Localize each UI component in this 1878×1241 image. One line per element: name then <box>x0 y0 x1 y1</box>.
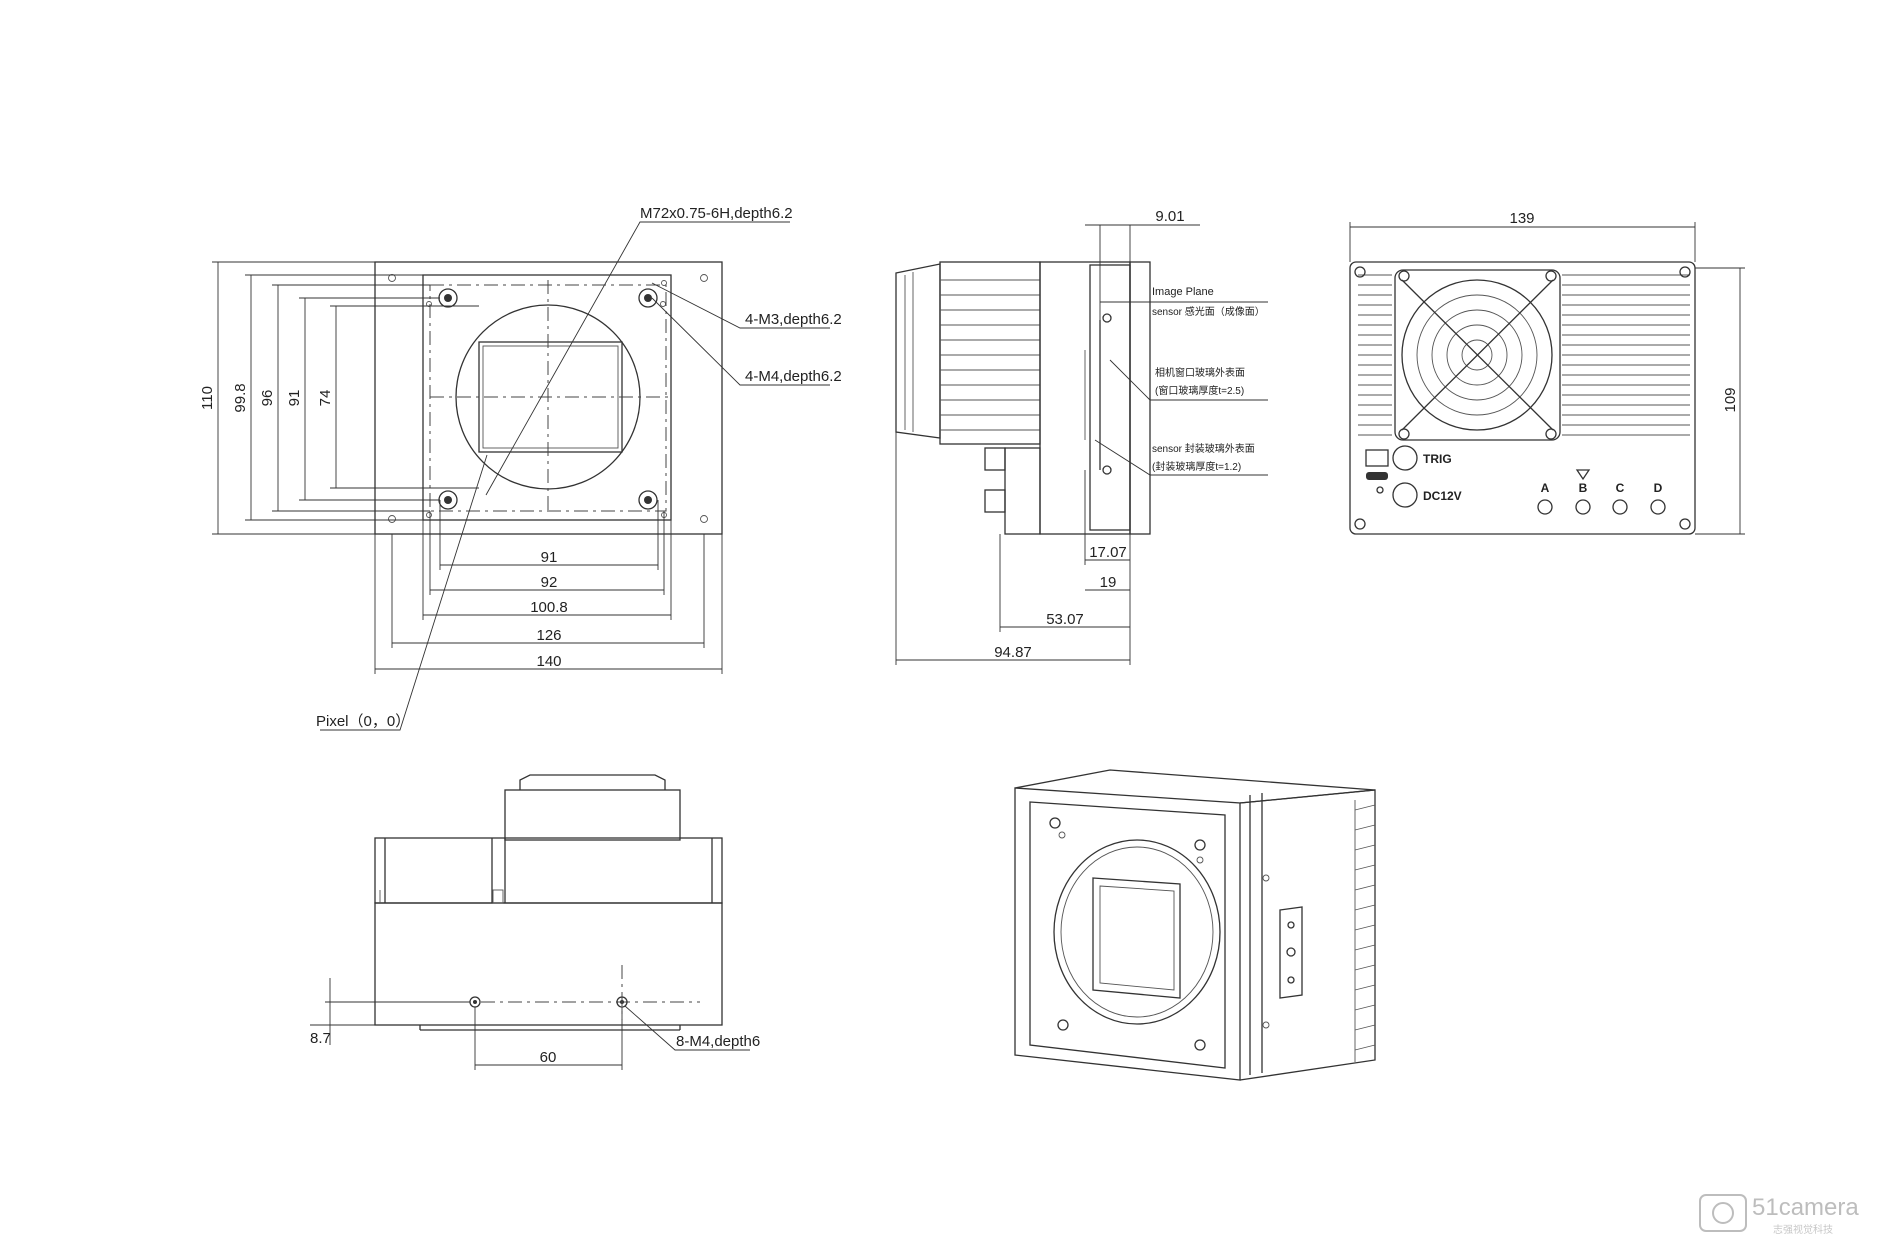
image-plane-label: Image Plane <box>1152 286 1214 298</box>
watermark: 51camera 志强视觉科技 <box>1699 1194 1859 1236</box>
bottom-view: 8.7 60 8-M4,depth6 <box>310 774 760 1070</box>
rear-view: TRIG DC12V A B C D 139 109 <box>1349 210 1745 535</box>
dim-99-8: 99.8 <box>232 383 249 412</box>
dim-96: 96 <box>259 390 276 407</box>
isometric-view <box>1014 769 1376 1081</box>
sensor-plane-label: sensor 感光面（成像面） <box>1152 305 1265 318</box>
dim-91-v: 91 <box>286 390 303 407</box>
dim-19: 19 <box>1100 574 1117 591</box>
dim-8-7: 8.7 <box>310 1030 331 1047</box>
side-view: 9.01 17.07 19 53.07 94.87 Image Plane se… <box>895 208 1268 665</box>
dc12v-label: DC12V <box>1423 489 1462 503</box>
m3-callout: 4-M3,depth6.2 <box>745 311 842 328</box>
pixel-origin-callout: Pixel（0，0） <box>316 713 410 730</box>
led-label-c: C <box>1616 481 1625 495</box>
dim-100-8: 100.8 <box>530 599 568 616</box>
dim-109: 109 <box>1722 387 1739 412</box>
dim-110: 110 <box>199 386 216 410</box>
dim-53-07: 53.07 <box>1046 611 1084 628</box>
window-glass-thickness: (窗口玻璃厚度t=2.5) <box>1155 384 1244 397</box>
watermark-brand: 51camera <box>1752 1194 1859 1221</box>
dim-91-h: 91 <box>541 549 558 566</box>
dim-139: 139 <box>1509 210 1534 227</box>
dim-126: 126 <box>536 627 561 644</box>
dim-17-07: 17.07 <box>1089 544 1127 561</box>
front-view: 110 99.8 96 91 74 91 92 100.8 126 140 M7… <box>199 205 842 731</box>
dim-94-87: 94.87 <box>994 644 1032 661</box>
led-label-b: B <box>1579 481 1588 495</box>
watermark-camera-icon <box>1699 1194 1747 1232</box>
thread-callout: M72x0.75-6H,depth6.2 <box>640 205 793 222</box>
m4-callout: 4-M4,depth6.2 <box>745 368 842 385</box>
trig-label: TRIG <box>1423 452 1452 466</box>
sensor-glass-label: sensor 封装玻璃外表面 <box>1152 442 1255 455</box>
dim-92: 92 <box>541 574 558 591</box>
window-glass-label: 相机窗口玻璃外表面 <box>1155 366 1245 379</box>
dim-60: 60 <box>540 1049 557 1066</box>
sensor-glass-thickness: (封装玻璃厚度t=1.2) <box>1152 460 1241 473</box>
dim-140: 140 <box>536 653 561 670</box>
dim-74: 74 <box>317 390 334 407</box>
led-label-a: A <box>1541 481 1550 495</box>
led-label-d: D <box>1654 481 1663 495</box>
bottom-hole-callout: 8-M4,depth6 <box>676 1033 760 1050</box>
watermark-sub: 志强视觉科技 <box>1773 1223 1833 1236</box>
dim-9-01: 9.01 <box>1155 208 1184 225</box>
